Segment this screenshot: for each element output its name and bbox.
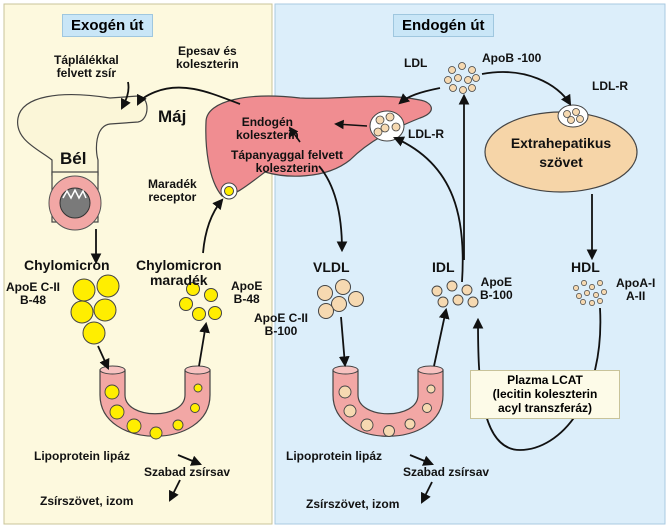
label-bile-line2: koleszterin [176,56,239,71]
label-apo-idl-line1: ApoE [480,275,513,289]
label-endogenous-line2: koleszterin [236,127,299,142]
lcat-line1: Plazma LCAT [507,373,583,387]
label-bile-line1: Epesav és [177,44,237,58]
ldl-receptor-liver [369,110,405,142]
label-apo-remnant-line2: B-48 [233,291,260,306]
label-chylo-remnant-line1: Chylomicron [136,257,222,273]
label-apo-vldl: ApoE C-II B-100 [254,312,308,337]
label-apo-vldl-line1: ApoE C-II [254,311,308,325]
label-dietary-line1: Tápanyaggal felvett [231,148,344,162]
label-apo-hdl-line1: ApoA-I [616,276,656,290]
label-free-fatty-acid-right: Szabad zsírsav [403,465,490,479]
capillary-left [99,365,211,440]
exogen-title: Exogén út [62,14,153,37]
idl-particles [431,280,479,308]
label-food-fat: Táplálékkal felvett zsír [54,54,119,79]
capillary-right [332,365,444,437]
label-lipoprotein-lipase-left: Lipoprotein lipáz [34,449,130,463]
liver-internal-arrows [288,119,368,143]
label-apo-chylo-line2: B-48 [19,292,46,307]
label-adipose-right: Zsírszövet, izom [306,497,400,511]
arrows [90,71,602,504]
exogen-panel [3,3,273,525]
label-vldl: VLDL [313,259,350,275]
label-apob100: ApoB -100 [482,51,542,65]
label-extrahep-line1: Extrahepatikus [510,135,612,151]
label-apo-remnant-line1: ApoE [231,279,263,293]
label-remnant-line1: Maradék [148,177,197,191]
label-apo-vldl-line2: B-100 [264,323,298,338]
label-ldl-r-liver: LDL-R [408,127,444,141]
label-endogenous-line1: Endogén [241,115,294,129]
label-intestine: Bél [60,149,87,168]
label-apo-chylo-line1: ApoE C-II [6,280,60,294]
label-apo-idl-line2: B-100 [480,287,513,302]
label-remnant-line2: receptor [148,189,197,204]
label-apo-hdl: ApoA-I A-II [616,277,655,302]
label-lipoprotein-lipase-right: Lipoprotein lipáz [286,449,382,463]
endogen-title: Endogén út [393,14,494,37]
chylomicron-remnant-particles [179,282,222,321]
label-dietary-line2: koleszterin [255,160,319,175]
vldl-particles [317,279,364,319]
label-food-fat-line2: felvett zsír [56,65,117,80]
label-remnant-receptor: Maradék receptor [148,178,197,203]
label-ldl: LDL [404,56,428,70]
chylomicron-particles [70,274,120,345]
label-food-fat-line1: Táplálékkal [54,53,119,67]
label-chylomicron: Chylomicron [24,257,110,273]
label-apo-hdl-line2: A-II [625,288,646,303]
label-apo-chylomicron: ApoE C-II B-48 [6,281,60,306]
label-free-fatty-acid-left: Szabad zsírsav [144,465,231,479]
label-adipose-left: Zsírszövet, izom [40,494,134,508]
label-liver: Máj [158,107,187,126]
label-apo-remnant: ApoE B-48 [231,280,262,305]
label-extrahepatic: Extrahepatikus szövet [500,136,622,169]
intestine [17,94,148,231]
lcat-line2: (lecitin koleszterin [492,386,598,401]
label-bile-cholesterol: Epesav és koleszterin [176,45,239,70]
label-endogenous-cholesterol: Endogén koleszterin [236,116,299,141]
label-ldl-r-tissue: LDL-R [592,79,628,93]
ldl-particles [444,62,480,94]
label-apo-idl: ApoE B-100 [480,276,513,301]
lcat-box: Plazma LCAT (lecitin koleszterin acyl tr… [470,370,620,420]
label-chylomicron-remnant: Chylomicron maradék [136,258,222,287]
lcat-line3: acyl transzferáz) [497,400,593,415]
hdl-particles [573,280,607,306]
label-dietary-cholesterol: Tápanyaggal felvett koleszterin [231,149,343,174]
label-hdl: HDL [571,259,600,275]
label-extrahep-line2: szövet [539,153,583,170]
label-idl: IDL [432,259,455,275]
ldl-receptor-tissue [557,104,589,128]
label-chylo-remnant-line2: maradék [149,271,208,288]
